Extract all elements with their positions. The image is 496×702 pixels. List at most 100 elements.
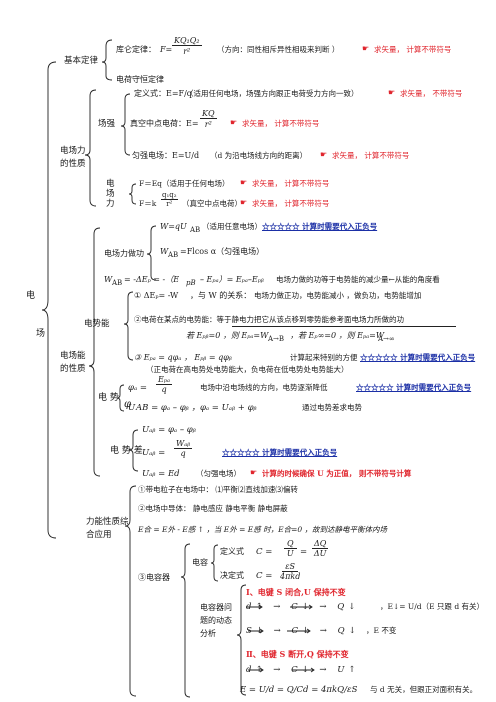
pe-item-3-note: 计算起来特别的方便 bbox=[290, 353, 358, 362]
energy-props-label-1: 电场能 bbox=[60, 351, 86, 361]
diff-c-note: （匀强电场） bbox=[196, 469, 241, 478]
work-uniform: W bbox=[160, 247, 169, 256]
conservation-law: 电荷守恒定律 bbox=[116, 75, 164, 84]
work-energy-rest2: pB bbox=[186, 279, 196, 287]
work-energy-note: 电场力做的功等于电势能的减少量←从能的角度看 bbox=[276, 275, 440, 284]
field-force-label-3: 力 bbox=[106, 199, 115, 209]
pe-item-2-text: ②电荷在某点的电势能：等于静电力把它从该点移到零势能参考面电场力所做的功 bbox=[134, 315, 404, 324]
coulomb-label: 库仑定律： bbox=[116, 45, 156, 54]
cap-def-eq: C = bbox=[256, 547, 273, 557]
cap-dec-label: 决定式 bbox=[220, 571, 244, 580]
force-k-den: r² bbox=[166, 200, 173, 208]
pe-item-2b: 若 Eₚᵦ=0 ，则 Eₚₐ=W bbox=[186, 331, 269, 340]
cap-def-fraction-2: ΔQ ΔU bbox=[312, 539, 329, 558]
cap-def-fraction-1: Q U bbox=[284, 540, 297, 558]
point-charge-label: 真空中点电荷：E= bbox=[130, 119, 199, 128]
uniform-field-label: 匀强电场：E=U/d bbox=[132, 151, 200, 160]
case-1-line-1-note: ，E↓= U/d（E 只跟 d 有关） bbox=[380, 602, 485, 611]
cap-def-eq2: = bbox=[300, 547, 308, 557]
dynamic-label-1: 电容器问 bbox=[200, 603, 232, 612]
coulomb-F: F= bbox=[160, 45, 173, 54]
field-def-note: （适用任何电场，场强方向跟正电荷受力方向一致） bbox=[186, 89, 359, 98]
pointing-hand-icon: ☛ bbox=[230, 118, 238, 127]
diff-c: Uₐᵦ = Ed bbox=[142, 469, 180, 479]
capacitor-label: ③电容器 bbox=[138, 573, 170, 582]
work-energy-sub: AB bbox=[112, 279, 123, 287]
basic-law-label: 基本定律 bbox=[64, 56, 99, 66]
point-num: KQ bbox=[200, 109, 217, 119]
pe-item-1-note: 电场力做正功，电势能减小 ，做负功，电势能增加 bbox=[254, 291, 422, 300]
pointing-hand-icon: ☛ bbox=[240, 178, 248, 187]
cap-dec-eq: C = bbox=[256, 571, 273, 581]
root-label-2: 场 bbox=[36, 329, 46, 339]
field-def-hint: 求矢量， 不带符号 bbox=[400, 89, 463, 98]
pe-item-2: ②电荷在某点的电势能：等于静电力把它从该点移到零势能参考面电场力所做的功 bbox=[134, 316, 404, 324]
potential-energy-label: 电势能 bbox=[84, 319, 110, 329]
cap-dec-num: εS bbox=[282, 563, 299, 572]
work-general-sub: AB bbox=[190, 226, 201, 234]
application-label-2: 合应用 bbox=[86, 530, 112, 540]
potential-diff-label: 电 势 差 bbox=[110, 446, 143, 456]
pe-item-2c: ，若 Eₚ∞=0 ，则 Eₚₐ=W bbox=[290, 331, 385, 340]
force-k: F＝k bbox=[139, 199, 157, 208]
force-props-label-1: 电场力 bbox=[60, 146, 86, 156]
force-eq: F＝Eq（适用于任何电场） bbox=[139, 179, 230, 188]
cap-def-den: U bbox=[286, 549, 294, 558]
pointing-hand-icon: ☛ bbox=[240, 198, 248, 207]
field-def: 定义式：E=F/q bbox=[134, 89, 192, 98]
uniform-field-note: （d 为沿电场线方向的距离） bbox=[210, 151, 308, 160]
coulomb-hint: 求矢量， 计算不带符号 bbox=[374, 45, 452, 54]
force-props-label-2: 的性质 bbox=[60, 159, 86, 169]
point-hint: 求矢量， 计算不带符号 bbox=[242, 119, 320, 128]
pe-item-1b: ，与 W 的关系： bbox=[190, 291, 252, 300]
case-2-line-1: d↑ → C↓ → U↑ bbox=[246, 665, 360, 675]
diff-b-den: q bbox=[180, 449, 186, 458]
work-energy-rest3: – Eₚₐ）= Eₚₐ–Eₚᵦ bbox=[200, 275, 264, 284]
work-uniform-sub: AB bbox=[168, 251, 179, 259]
pe-item-3-hint: ☆☆☆☆☆ 计算时需要代入正负号 bbox=[360, 353, 476, 362]
coulomb-fraction: KQ₁Q₂ r² bbox=[172, 37, 202, 56]
diff-c-hint: 计算的时候确保 U 为正值， 则不带符号计算 bbox=[262, 469, 412, 478]
pe-item-1: ① ΔEₚ= -W bbox=[134, 291, 179, 300]
field-force-label-2: 场 bbox=[106, 189, 115, 199]
work-energy: W bbox=[104, 275, 113, 284]
work-uniform-rest: =Flcos α（匀强电场） bbox=[180, 247, 265, 256]
case-2-title: Ⅱ、电键 S 断开,Q 保持不变 bbox=[246, 649, 349, 659]
potential-rel: U bbox=[128, 403, 136, 413]
pe-item-2-underline bbox=[232, 326, 456, 327]
dynamic-label-2: 题的动态 bbox=[200, 616, 232, 625]
dynamic-label-3: 分析 bbox=[200, 629, 216, 638]
work-general-note: （适用任意电场） bbox=[202, 222, 262, 231]
root-label-1: 电 bbox=[26, 291, 36, 301]
app-item-1: ①带电粒子在电场中： ⑴平衡⑵直线加速⑶偏转 bbox=[138, 485, 298, 494]
force-k-note: （真空中点电荷） bbox=[182, 199, 242, 208]
potential-def: φₐ = bbox=[128, 383, 147, 393]
cap-dec-fraction: εS 4πkd bbox=[280, 563, 300, 581]
potential-rel-rest: AB = φₐ – φᵦ ，φₐ = Uₐᵦ + φᵦ bbox=[136, 403, 257, 413]
case-1-title: Ⅰ、电键 S 闭合,U 保持不变 bbox=[246, 587, 346, 597]
pointing-hand-icon: ☛ bbox=[362, 44, 370, 53]
potential-def-note: 电场中沿电场线的方向，电势逐渐降低 bbox=[200, 383, 328, 392]
potential-def-num: Eₚₐ bbox=[156, 375, 173, 385]
case-1-line-2-note: ，E 不变 bbox=[366, 626, 397, 635]
point-den: r² bbox=[204, 120, 212, 129]
field-force-label-1: 电 bbox=[106, 179, 115, 189]
pointing-hand-icon: ☛ bbox=[388, 88, 396, 97]
work-general-hint: ☆☆☆☆☆ 计算时需要代入正负号 bbox=[262, 222, 378, 231]
app-item-2-eq: E合 = E外 - E感 ↑ ，当 E外 = E感 时，E合=0 ，故到达静电平… bbox=[138, 525, 388, 534]
energy-props-label-2: 的性质 bbox=[60, 364, 86, 374]
pointing-hand-icon: ☛ bbox=[320, 150, 328, 159]
diff-b: Uₐᵦ = bbox=[142, 448, 166, 458]
diff-b-fraction: Wₐᵦ q bbox=[174, 440, 193, 458]
case-1-line-2: S↓ → C↓ → Q↓ bbox=[246, 626, 360, 636]
potential-def-hint: ☆☆☆☆☆ 计算时需要代入正负号 bbox=[356, 383, 472, 392]
force-eq-hint: 求矢量， 计算不带符号 bbox=[252, 179, 330, 188]
cap-def-num2: ΔQ bbox=[312, 539, 329, 549]
cap-def-den2: ΔU bbox=[313, 549, 327, 558]
cap-dec-den: 4πkd bbox=[280, 572, 301, 581]
pe-item-3: ③ Eₚₐ = qφₐ ， Eₚᵦ = qφᵦ bbox=[134, 353, 232, 362]
case-1-line-1: d↑ → C↓ → Q↓ bbox=[246, 602, 360, 612]
pe-item-2c-sub: A→∞ bbox=[378, 335, 395, 343]
cap-def-num: Q bbox=[284, 540, 297, 549]
